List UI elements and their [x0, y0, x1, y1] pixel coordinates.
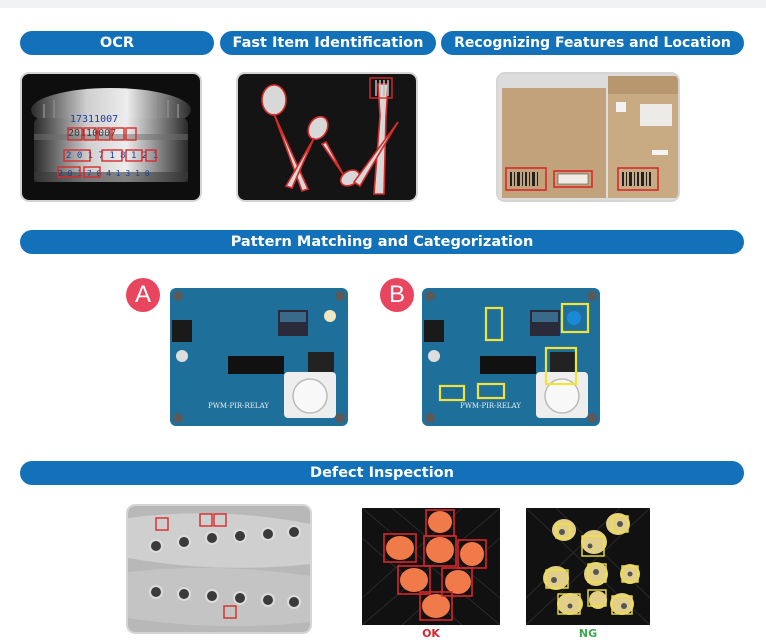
ok-caption: OK: [422, 627, 440, 640]
circuit-board-b: PWM-PIR-RELAY: [420, 286, 602, 428]
ocr-image: 17311007 20110007 2 0 1 7 1 8 1 2 1 2 0 …: [20, 72, 202, 202]
ocr-line3: 2 0 1 7 1 8 1 2 1: [66, 151, 158, 161]
ocr-line1: 17311007: [70, 114, 118, 125]
section-ocr: OCR: [20, 31, 214, 55]
board-a-silk: PWM-PIR-RELAY: [208, 402, 269, 410]
board-b-silk: PWM-PIR-RELAY: [460, 402, 521, 410]
ng-caption: NG: [578, 627, 598, 640]
cutlery-image: [236, 72, 418, 202]
shoe-defect-image: [126, 504, 312, 634]
ocr-line2: 20110007: [68, 128, 116, 139]
section-pattern-matching: Pattern Matching and Categorization: [20, 230, 744, 254]
section-recognizing-features: Recognizing Features and Location: [441, 31, 744, 55]
boxes-image: [496, 72, 680, 202]
marker-b: B: [380, 278, 414, 312]
top-strip: [0, 0, 766, 8]
ok-sample-image: [362, 508, 500, 625]
section-fast-item-identification: Fast Item Identification: [220, 31, 436, 55]
ng-sample-image: [526, 508, 650, 625]
circuit-board-a: PWM-PIR-RELAY: [168, 286, 350, 428]
ocr-line4: 2 0 1 7 0 4 1 3 1 0: [58, 169, 150, 178]
marker-a: A: [126, 278, 160, 312]
section-defect-inspection: Defect Inspection: [20, 461, 744, 485]
